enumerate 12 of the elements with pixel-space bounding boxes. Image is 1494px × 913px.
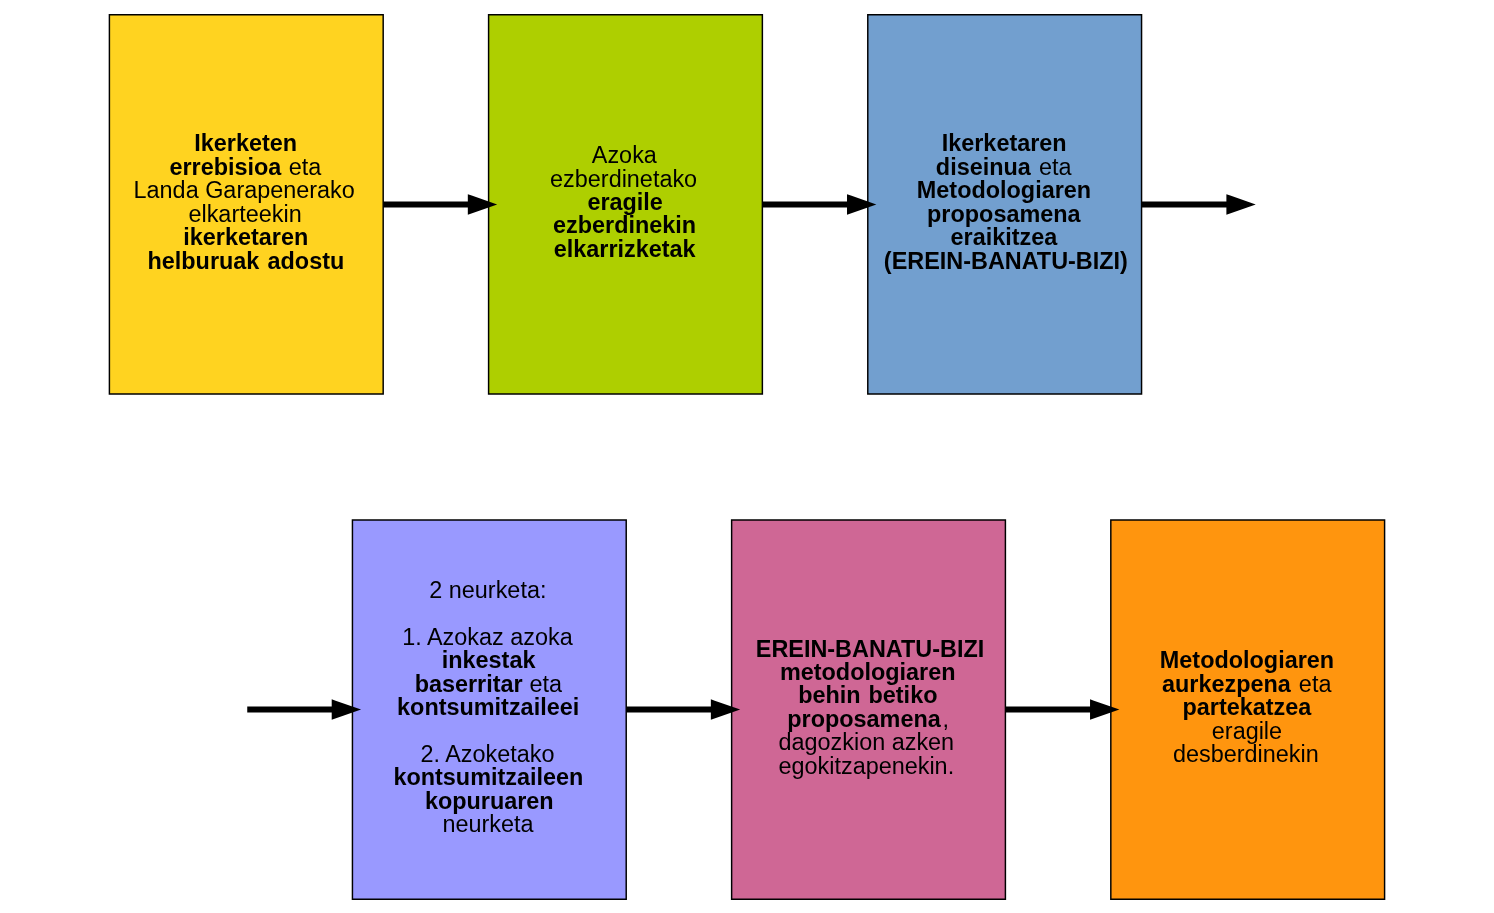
node-box: Ikerketen errebisioa eta Landa Garapenerako elkarteekin ikerketaren helburuak adostu (108, 13, 384, 395)
arrow (247, 698, 362, 720)
arrow (626, 698, 741, 720)
arrow (1005, 698, 1120, 720)
node-box: Metodologiaren aurkezpena eta partekatzea eragile desberdinekin (1110, 518, 1386, 900)
node-box: EREIN-BANATU-BIZI metodologiaren behin betiko proposamena, dagozkion azken egokitzapenekin. (730, 518, 1007, 900)
node-box: 2 neurketa: 1. Azokaz azoka inkestak baserritar eta kontsumitzaileei 2. Azoketako kontsumitzaileen kopuruaren neurketa (351, 518, 627, 900)
arrow (383, 193, 498, 215)
arrow (762, 193, 877, 215)
arrow (1141, 193, 1256, 215)
node-box: Azoka ezberdinetako eragile ezberdinekin elkarrizketak (487, 13, 764, 395)
node-box: Ikerketaren diseinua eta Metodologiaren proposamena eraikitzea (EREIN-BANATU-BIZI) (867, 13, 1143, 395)
